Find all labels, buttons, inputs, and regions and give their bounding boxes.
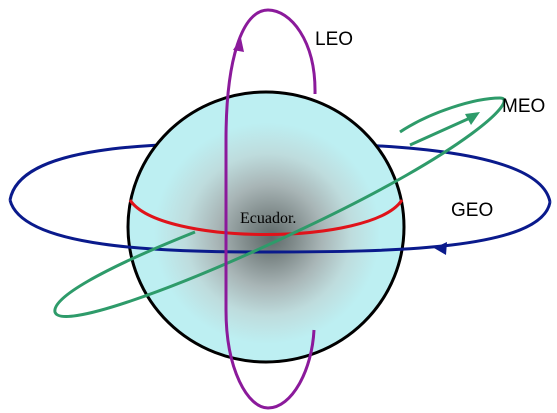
geo-orbit-front <box>8 199 552 254</box>
meo-arrow-icon <box>465 112 480 125</box>
leo-arrow-icon <box>233 38 244 52</box>
equator-label: Ecuador. <box>240 210 296 227</box>
planet-sphere <box>126 90 406 364</box>
leo-orbit <box>224 8 317 410</box>
meo-orbit-front <box>53 96 506 318</box>
meo-label: MEO <box>502 96 545 117</box>
meo-arrow-shaft <box>409 116 471 147</box>
leo-label: LEO <box>315 29 353 50</box>
geo-arrow-icon <box>434 242 447 255</box>
equator-line <box>128 199 404 236</box>
meo-orbit-back <box>399 96 501 134</box>
geo-label: GEO <box>451 200 493 221</box>
